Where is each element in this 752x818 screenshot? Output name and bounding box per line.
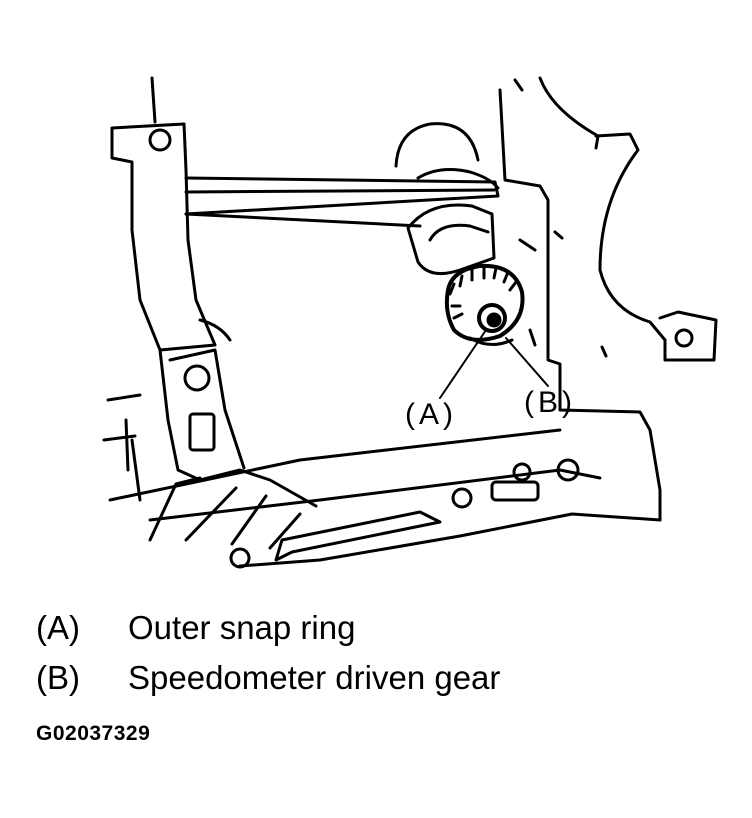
left-housing-ear: [110, 76, 232, 352]
callout-label-b: (B): [524, 386, 576, 419]
gear-assembly: [406, 203, 525, 346]
right-housing: [498, 76, 718, 522]
outer-snap-ring: [477, 303, 507, 333]
transmission-diagram: (A) (B): [102, 76, 718, 569]
legend-item-a: (A) Outer snap ring: [36, 608, 355, 648]
legend-key-a: (A): [36, 609, 80, 646]
upper-rail: [184, 122, 500, 228]
legend-text-b: Speedometer driven gear: [128, 659, 501, 696]
legend-text-a: Outer snap ring: [128, 609, 356, 646]
gear-shaft: [486, 312, 502, 328]
leader-line-a: [439, 329, 487, 399]
legend-key-b: (B): [36, 659, 80, 696]
figure-code: G02037329: [36, 722, 151, 745]
legend-item-b: (B) Speedometer driven gear: [36, 658, 500, 698]
leader-line-b: [505, 337, 549, 387]
callout-label-a: (A): [405, 398, 457, 431]
lower-frame: [102, 348, 662, 569]
